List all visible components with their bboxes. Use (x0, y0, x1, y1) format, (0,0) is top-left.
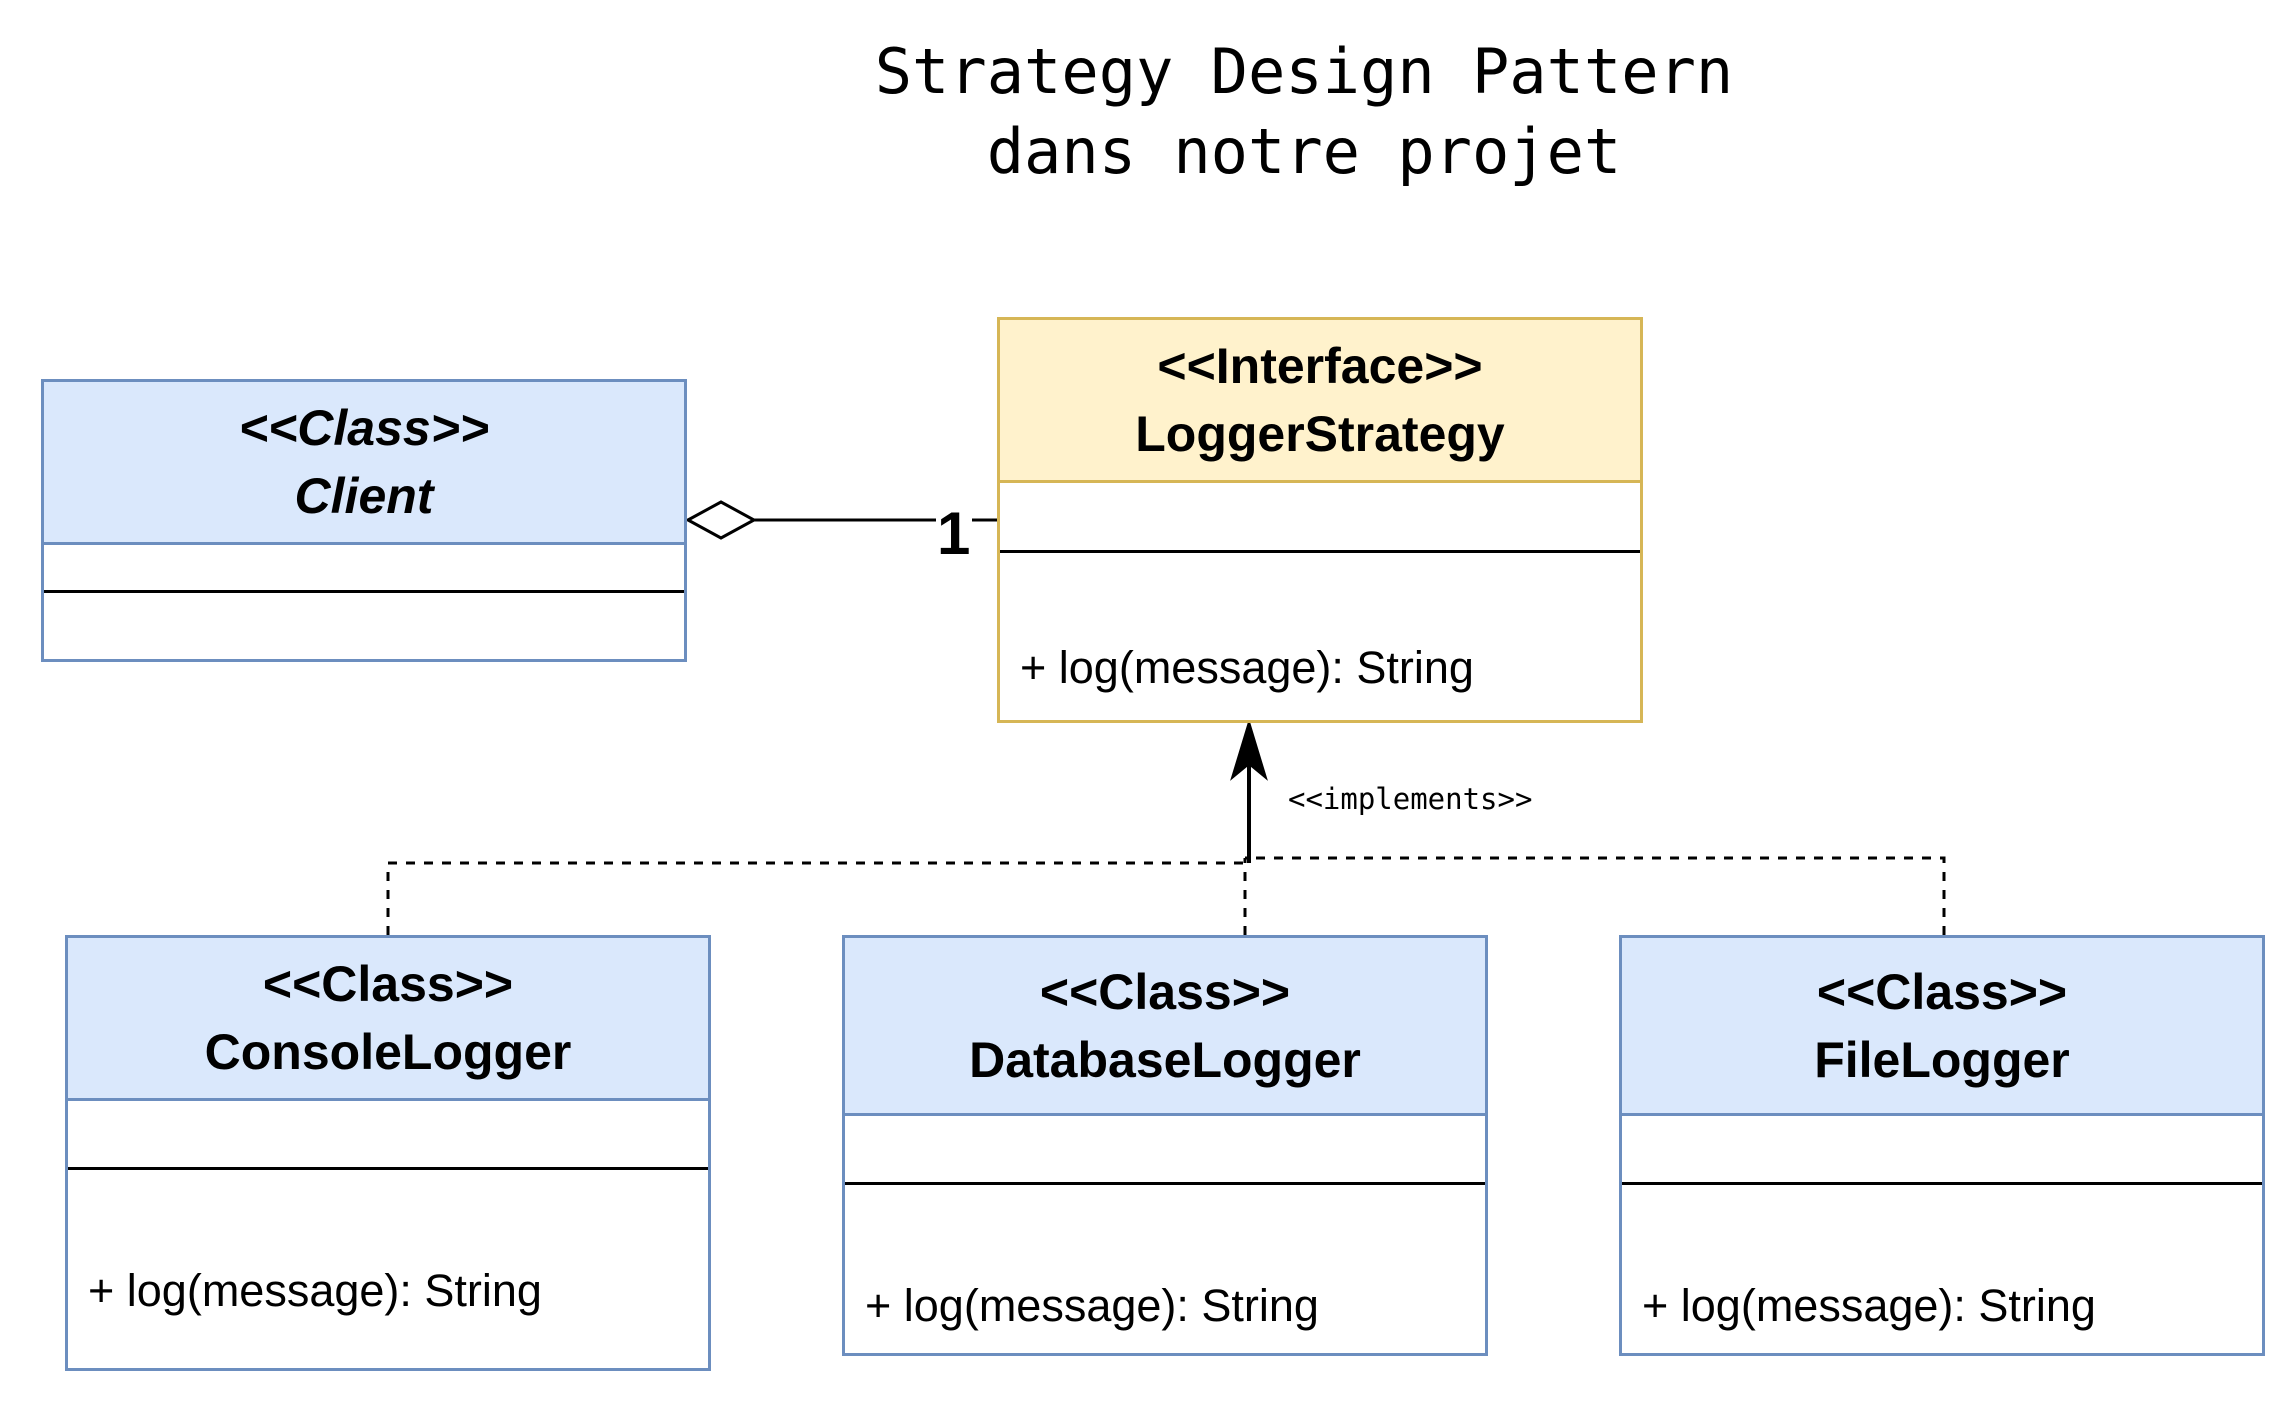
class-file-logger-stereotype: <<Class>> (1816, 963, 2068, 1020)
aggregation-link (684, 500, 1000, 540)
class-database-logger[interactable]: <<Class>> DatabaseLogger + log(message):… (842, 935, 1488, 1356)
interface-logger-strategy-stereotype: <<Interface>> (1157, 338, 1483, 394)
interface-logger-strategy-header: <<Interface>> LoggerStrategy (1000, 320, 1640, 483)
class-console-logger-name: ConsoleLogger (204, 1024, 572, 1080)
class-client[interactable]: <<Class>> Client (41, 379, 687, 662)
class-client-header: <<Class>> Client (44, 382, 684, 545)
class-client-divider (44, 590, 684, 593)
interface-logger-strategy-name: LoggerStrategy (1135, 406, 1505, 462)
class-database-logger-divider (845, 1182, 1485, 1185)
aggregation-diamond (684, 500, 758, 540)
class-database-logger-stereotype: <<Class>> (1039, 963, 1291, 1020)
class-database-logger-header: <<Class>> DatabaseLogger (845, 938, 1485, 1116)
class-file-logger-header: <<Class>> FileLogger (1622, 938, 2262, 1116)
class-database-logger-name: DatabaseLogger (969, 1031, 1361, 1088)
class-console-logger-operation: + log(message): String (88, 1265, 542, 1316)
interface-logger-strategy-operation: + log(message): String (1020, 642, 1474, 693)
class-client-stereotype: <<Class>> (238, 400, 490, 456)
class-console-logger[interactable]: <<Class>> ConsoleLogger + log(message): … (65, 935, 711, 1371)
multiplicity-label: 1 (937, 500, 971, 567)
interface-logger-strategy-divider (1000, 550, 1640, 553)
class-console-logger-divider (68, 1167, 708, 1170)
class-database-logger-operation: + log(message): String (865, 1280, 1319, 1331)
diagram-title: Strategy Design Pattern dans notre proje… (874, 35, 1734, 188)
implements-links (386, 718, 1946, 935)
interface-logger-strategy[interactable]: <<Interface>> LoggerStrategy + log(messa… (997, 317, 1643, 723)
class-console-logger-header: <<Class>> ConsoleLogger (68, 938, 708, 1101)
implements-arrowhead (1230, 718, 1268, 781)
implements-label: <<implements>> (1288, 782, 1533, 816)
class-file-logger-operation: + log(message): String (1642, 1280, 2096, 1331)
class-client-name: Client (294, 468, 434, 524)
class-file-logger-divider (1622, 1182, 2262, 1185)
class-file-logger-name: FileLogger (1814, 1031, 2070, 1088)
class-file-logger[interactable]: <<Class>> FileLogger + log(message): Str… (1619, 935, 2265, 1356)
class-console-logger-stereotype: <<Class>> (262, 956, 514, 1012)
